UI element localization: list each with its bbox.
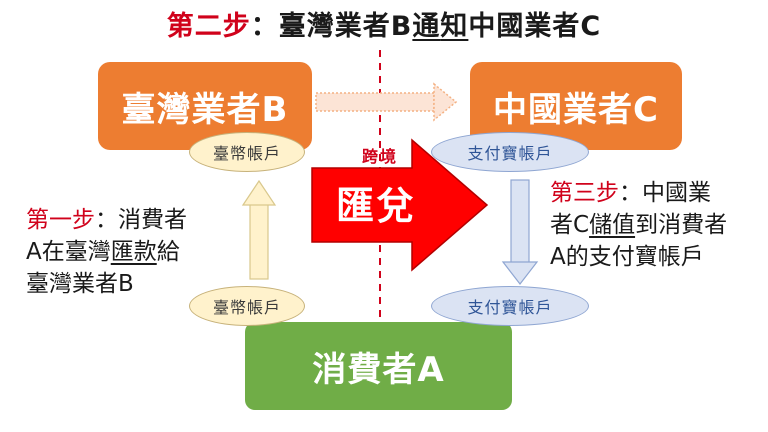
consumer-alipay-account: 支付寶帳戶 — [431, 286, 589, 326]
exchange-arrow-text: 匯兌 — [335, 184, 416, 228]
cross-border-label: 跨境 — [361, 147, 398, 166]
taiwan-company-account: 臺幣帳戶 — [189, 132, 305, 172]
china-company-account: 支付寶帳戶 — [431, 132, 589, 172]
step3-description: 第三步：中國業 者C儲值到消費者 A的支付寶帳戶 — [550, 180, 728, 270]
remit-up-arrow — [241, 179, 277, 280]
title-pre: 臺灣業者B — [278, 11, 413, 42]
notify-arrow — [315, 82, 458, 122]
step1-underlined: 匯款 — [110, 239, 157, 265]
title-colon: ： — [250, 11, 279, 42]
topup-down-arrow — [501, 179, 539, 285]
taiwan-company-box: 臺灣業者B — [98, 62, 312, 150]
taiwan-company-label: 臺灣業者B — [121, 89, 289, 130]
china-company-label: 中國業者C — [493, 89, 659, 130]
diagram-title: 第二步：臺灣業者B通知中國業者C — [0, 10, 768, 44]
step1-description: 第一步：消費者 A在臺灣匯款給 臺灣業者B — [26, 207, 187, 297]
consumer-label: 消費者A — [312, 349, 445, 390]
title-step-label: 第二步 — [166, 11, 251, 42]
title-post: 中國業者C — [468, 11, 602, 42]
consumer-box: 消費者A — [245, 322, 512, 410]
title-underlined-2: 知 — [440, 11, 469, 42]
china-company-box: 中國業者C — [470, 62, 682, 150]
title-underlined-1: 通 — [412, 11, 441, 42]
exchange-arrow — [311, 138, 489, 272]
consumer-twd-account: 臺幣帳戶 — [189, 286, 305, 326]
step3-underlined: 儲值 — [589, 212, 636, 238]
step1-label: 第一步 — [26, 207, 95, 233]
step3-label: 第三步 — [550, 180, 619, 206]
